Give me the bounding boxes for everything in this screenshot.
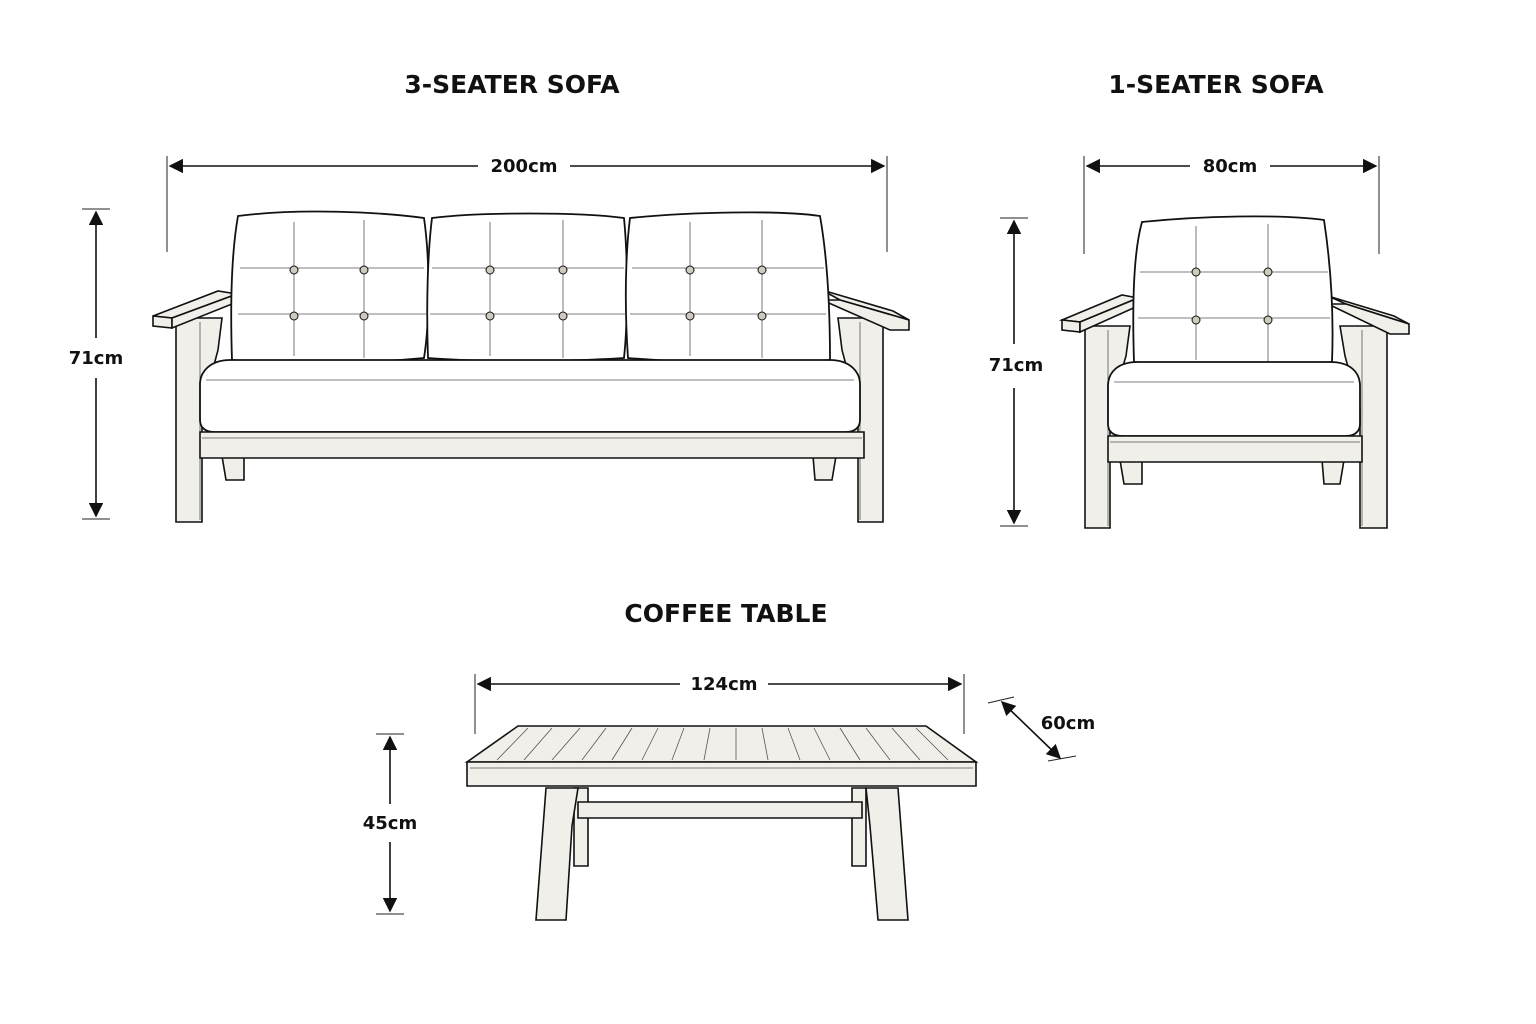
three-seater-sofa-title: 3-SEATER SOFA: [404, 70, 620, 99]
one-seater-sofa-title: 1-SEATER SOFA: [1108, 70, 1324, 99]
coffee-table-depth-dimension: 60cm: [987, 696, 1095, 762]
coffee-table-width-dimension: 124cm: [474, 674, 965, 734]
three-seater-tufting-buttons: [289, 265, 767, 321]
one-seater-width-dimension: 80cm: [1083, 156, 1380, 254]
coffee-table-width-label: 124cm: [691, 674, 758, 695]
three-seater-sofa-section: 3-SEATER SOFA 200cm 71cm: [69, 70, 910, 523]
one-seater-height-dimension: 71cm: [989, 217, 1043, 527]
three-seater-sofa-drawing: [152, 210, 910, 523]
one-seater-height-label: 71cm: [989, 355, 1043, 376]
one-seater-width-label: 80cm: [1203, 156, 1257, 177]
coffee-table-slats: [496, 727, 949, 761]
three-seater-height-label: 71cm: [69, 348, 123, 369]
coffee-table-depth-label: 60cm: [1041, 713, 1095, 734]
three-seater-height-dimension: 71cm: [69, 208, 123, 520]
coffee-table-section: COFFEE TABLE 124cm 60cm 45cm: [363, 599, 1095, 921]
one-seater-tufting-buttons: [1191, 267, 1273, 325]
coffee-table-title: COFFEE TABLE: [624, 599, 827, 628]
one-seater-sofa-drawing: [1058, 215, 1410, 529]
three-seater-width-label: 200cm: [491, 156, 558, 177]
coffee-table-height-dimension: 45cm: [363, 733, 417, 915]
one-seater-sofa-section: 1-SEATER SOFA 80cm 71cm: [989, 70, 1410, 529]
three-seater-width-dimension: 200cm: [166, 156, 888, 252]
coffee-table-height-label: 45cm: [363, 813, 417, 834]
coffee-table-drawing: [464, 725, 979, 921]
